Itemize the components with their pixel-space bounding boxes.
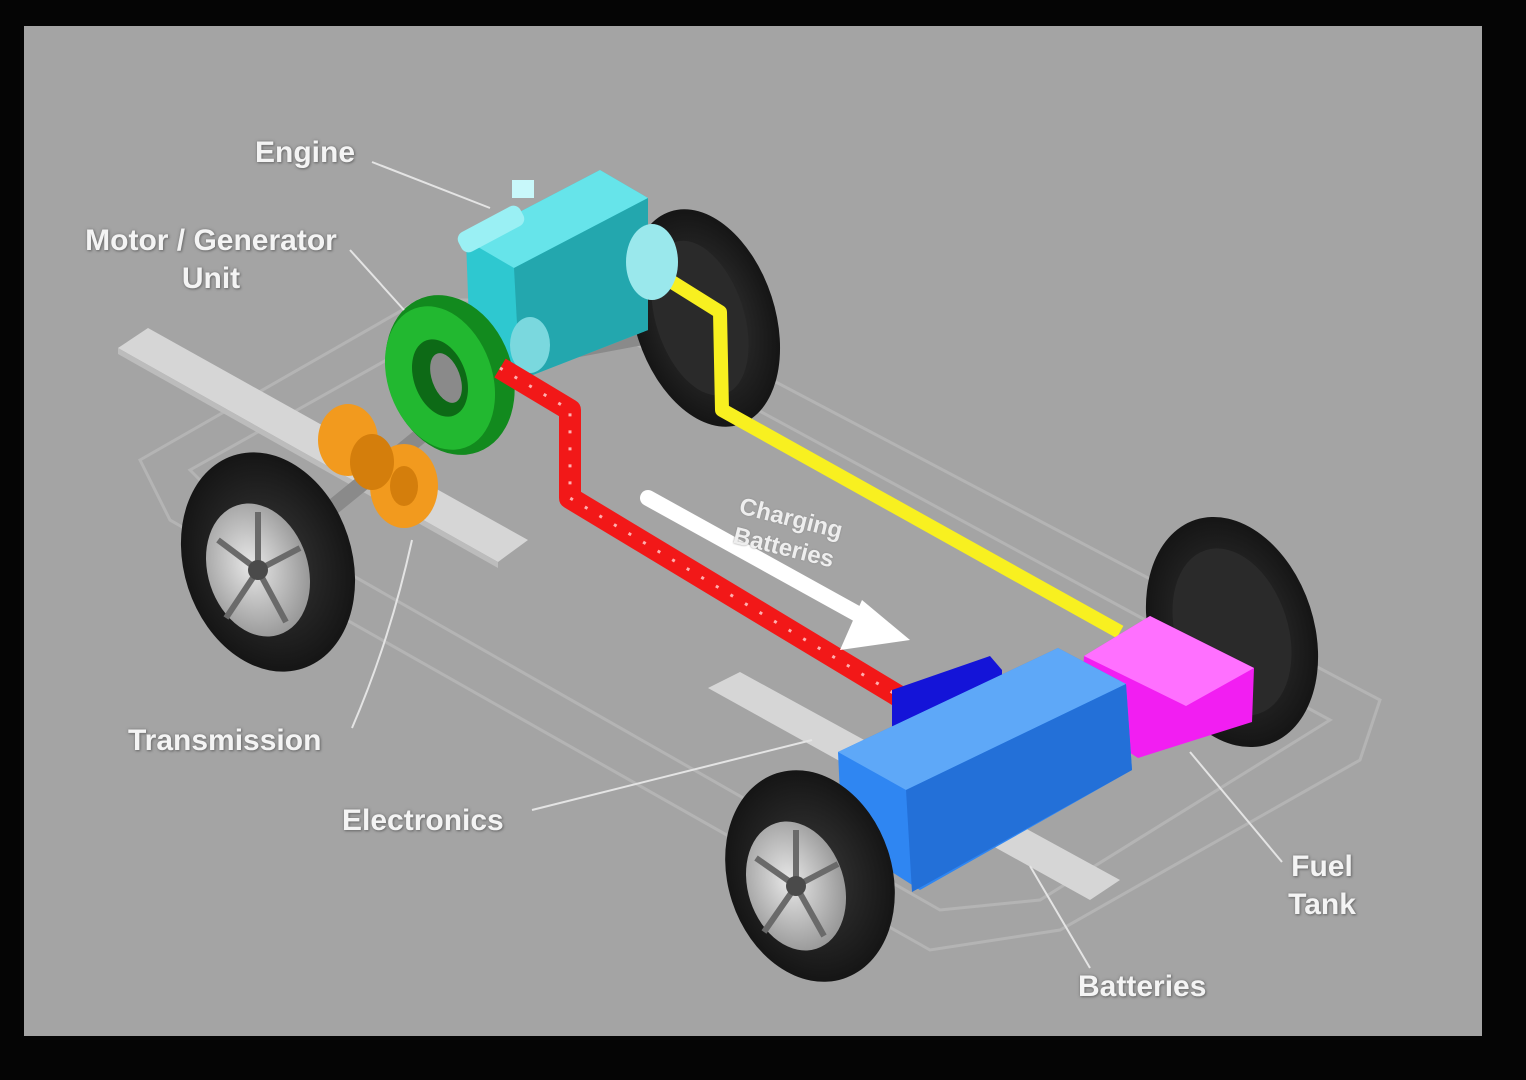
transmission-unit xyxy=(318,404,438,528)
front-left-wheel xyxy=(180,452,356,672)
rear-left-wheel xyxy=(725,770,895,982)
charging-flow-arrow xyxy=(640,490,910,650)
motor-battery-line xyxy=(494,358,911,710)
transmission-label: Transmission xyxy=(128,724,322,757)
motor-generator-label: Motor / Generator Unit xyxy=(66,222,356,298)
fuel-tank-label-line1: Fuel xyxy=(1291,850,1353,883)
engine-fuel-line xyxy=(636,256,1124,639)
motor-generator-label-line2: Unit xyxy=(181,262,241,295)
label-leader-lines xyxy=(349,161,1283,969)
engine-block xyxy=(457,170,678,380)
electronics-label: Electronics xyxy=(342,804,504,837)
engine-label: Engine xyxy=(255,136,356,169)
fuel-tank-label: Fuel Tank xyxy=(1282,848,1362,924)
motor-generator-unit xyxy=(384,295,515,455)
fuel-tank-label-line2: Tank xyxy=(1288,888,1356,921)
batteries-label: Batteries xyxy=(1078,970,1207,1003)
battery-pack xyxy=(838,648,1132,892)
motor-generator-label-line1: Motor / Generator xyxy=(85,224,337,257)
